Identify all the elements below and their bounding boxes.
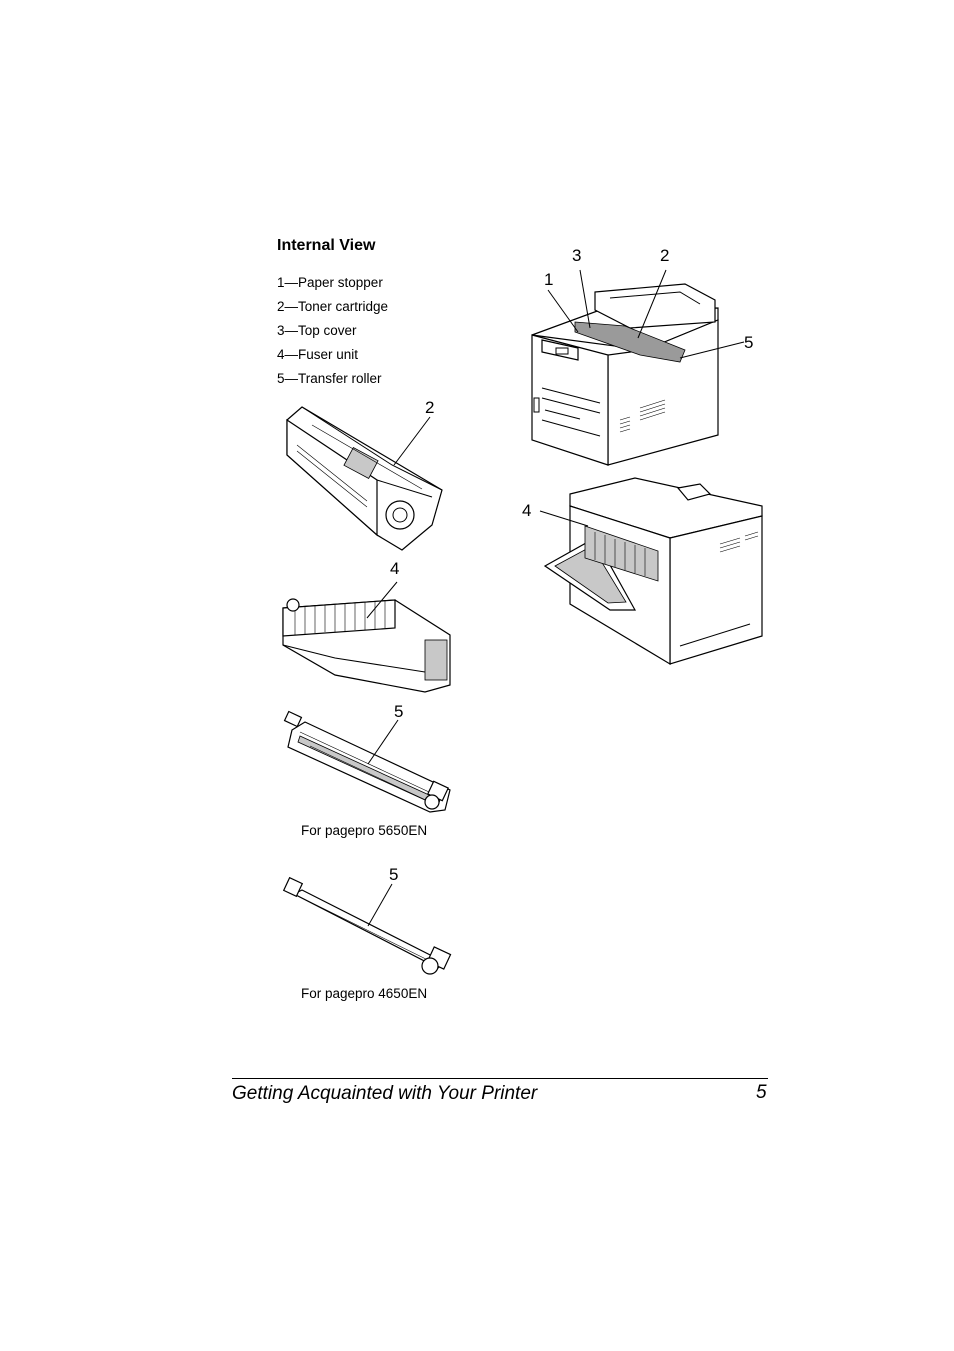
- caption-roller-4650: For pagepro 4650EN: [301, 986, 428, 1001]
- section-heading: Internal View: [277, 237, 376, 254]
- printer-rear-illustration: [539, 477, 763, 666]
- fuser-unit-illustration: [282, 581, 451, 693]
- callout-4-rear: 4: [522, 501, 532, 520]
- caption-roller-5650: For pagepro 5650EN: [301, 823, 428, 838]
- legend-item-transfer-roller: 5—Transfer roller: [277, 371, 382, 386]
- legend-item-toner-cartridge: 2—Toner cartridge: [277, 299, 389, 314]
- footer-rule: [232, 1078, 768, 1079]
- transfer-roller-4650-illustration: [282, 876, 452, 975]
- printer-front-illustration: [531, 269, 745, 466]
- toner-cartridge-illustration: [286, 406, 443, 551]
- callout-2-front: 2: [660, 246, 670, 265]
- transfer-roller-5650-illustration: [283, 710, 451, 813]
- callout-3-front: 3: [572, 246, 582, 265]
- footer-chapter-title: Getting Acquainted with Your Printer: [232, 1083, 538, 1104]
- callout-1-front: 1: [544, 270, 554, 289]
- callout-5-roller-4650: 5: [389, 865, 399, 884]
- callout-4-fuser: 4: [390, 559, 400, 578]
- callout-2-toner: 2: [425, 398, 435, 417]
- parts-legend: 1—Paper stopper 2—Toner cartridge 3—Top …: [277, 273, 388, 393]
- legend-item-paper-stopper: 1—Paper stopper: [277, 275, 383, 290]
- page-number: 5: [756, 1082, 767, 1103]
- callout-5-roller-5650: 5: [394, 702, 404, 721]
- legend-item-top-cover: 3—Top cover: [277, 323, 357, 338]
- callout-5-front: 5: [744, 333, 754, 352]
- legend-item-fuser-unit: 4—Fuser unit: [277, 347, 359, 362]
